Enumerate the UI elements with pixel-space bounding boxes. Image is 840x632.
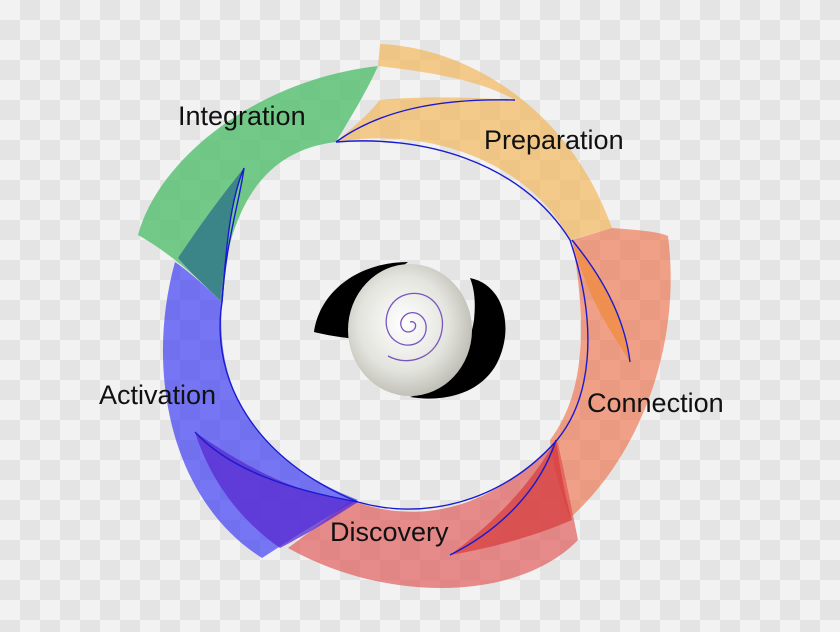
label-activation: Activation [99,380,217,410]
segment-activation [162,262,358,558]
outline-inner-right [556,239,589,441]
shell-body [348,264,472,396]
shell-dark-right [410,278,506,399]
label-discovery: Discovery [330,517,449,547]
segment-connection [550,228,671,518]
label-preparation: Preparation [484,125,624,155]
segment-discovery [288,440,578,589]
outline-tail-right [571,239,631,363]
outline-tail-top [335,99,516,143]
overlap-activation-discovery [195,432,358,548]
overlap-connection-discovery [450,440,572,555]
shell-spiral [385,292,444,362]
outline-tail-bottom [449,439,557,556]
outline-tail-left [194,431,359,503]
spiral-shell-icon [314,262,506,399]
outline-inner-bottom [357,439,558,510]
label-integration: Integration [178,101,306,131]
ring-outline [194,99,631,556]
outline-inner-left [219,167,359,503]
label-connection: Connection [587,388,724,418]
segment-preparation [336,44,612,240]
overlap-integration-activation [178,168,244,302]
outline-tail-upper-left [221,167,245,303]
overlap-preparation-connection [570,240,630,362]
outline-inner-top [335,140,571,241]
